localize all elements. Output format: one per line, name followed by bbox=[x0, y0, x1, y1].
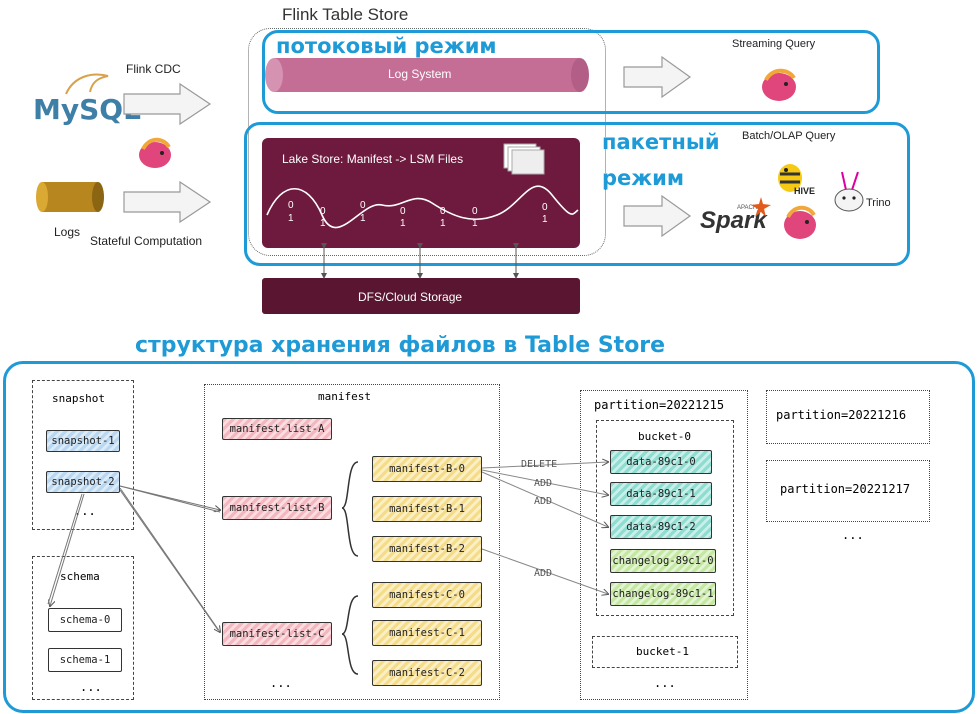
stateful-arrow bbox=[123, 180, 212, 224]
batch-mode-box bbox=[244, 122, 910, 266]
snapshot-title: snapshot bbox=[52, 392, 105, 405]
trino-label: Trino bbox=[866, 197, 891, 209]
bit: 0 bbox=[320, 206, 326, 217]
flink-squirrel-icon bbox=[784, 205, 816, 239]
snapshot-node: snapshot-2 bbox=[46, 471, 120, 493]
bucket-label: bucket-1 bbox=[636, 645, 689, 658]
partition-label: partition=20221217 bbox=[780, 482, 911, 496]
flink-cdc-label: Flink CDC bbox=[126, 62, 181, 76]
snapshot-node: snapshot-1 bbox=[46, 430, 120, 452]
table-store-outline bbox=[248, 28, 606, 256]
streaming-arrow bbox=[623, 55, 692, 99]
bucket-group bbox=[596, 420, 734, 616]
edge-label: ADD bbox=[534, 568, 553, 579]
log-system-label: Log System bbox=[388, 67, 452, 81]
storage-structure-box bbox=[3, 361, 975, 713]
manifest-file-node: manifest-B-0 bbox=[372, 456, 482, 482]
batch-query-label: Batch/OLAP Query bbox=[742, 130, 836, 142]
bit: 0 bbox=[288, 200, 294, 211]
dfs-storage-label: DFS/Cloud Storage bbox=[358, 290, 463, 304]
hive-label: HIVE bbox=[794, 186, 816, 196]
manifest-list-node: manifest-list-A bbox=[222, 418, 332, 440]
data-file-node: data-89c1-2 bbox=[610, 515, 712, 539]
manifest-title: manifest bbox=[318, 390, 371, 403]
snapshot-group bbox=[32, 380, 134, 530]
bit: 1 bbox=[440, 218, 446, 229]
logs-cylinder-icon bbox=[36, 182, 104, 212]
storage-structure-heading: структура хранения файлов в Table Store bbox=[135, 333, 666, 358]
batch-mode-label-line2: режим bbox=[602, 166, 685, 190]
data-file-node: data-89c1-1 bbox=[610, 482, 712, 506]
partition-label: partition=20221216 bbox=[776, 408, 907, 422]
partition-more: ... bbox=[842, 528, 864, 542]
manifest-file-node: manifest-C-0 bbox=[372, 582, 482, 608]
spark-logo: Spark bbox=[700, 207, 767, 234]
bucket-label: bucket-0 bbox=[638, 430, 691, 443]
schema-more: ... bbox=[80, 680, 102, 694]
trino-bunny-icon bbox=[834, 171, 864, 212]
dfs-storage-bar bbox=[262, 278, 580, 314]
stateful-computation-label: Stateful Computation bbox=[90, 234, 203, 248]
flink-table-store-title: Flink Table Store bbox=[282, 5, 409, 24]
bit: 0 bbox=[400, 206, 406, 217]
schema-group bbox=[32, 556, 134, 700]
schema-node: schema-1 bbox=[48, 648, 122, 672]
storage-connectors bbox=[321, 243, 519, 279]
edge-label: ADD bbox=[534, 496, 553, 507]
streaming-mode-label: потоковый режим bbox=[276, 34, 497, 58]
changelog-file-node: changelog-89c1-0 bbox=[610, 549, 716, 573]
bit: 1 bbox=[542, 214, 548, 225]
bit: 0 bbox=[472, 206, 478, 217]
partition-group bbox=[766, 460, 930, 522]
partition-group bbox=[580, 390, 748, 700]
streaming-mode-box bbox=[262, 30, 880, 114]
hive-bee-icon bbox=[778, 164, 802, 192]
manifest-file-node: manifest-B-1 bbox=[372, 496, 482, 522]
manifest-list-node: manifest-list-C bbox=[222, 622, 332, 646]
bit: 1 bbox=[472, 218, 478, 229]
manifest-more: ... bbox=[270, 676, 292, 690]
edge-label: DELETE bbox=[521, 459, 558, 470]
flink-squirrel-icon bbox=[139, 137, 171, 168]
streaming-query-label: Streaming Query bbox=[732, 38, 816, 50]
flink-squirrel-icon bbox=[762, 68, 796, 101]
manifest-file-node: manifest-C-1 bbox=[372, 620, 482, 646]
manifest-group bbox=[204, 384, 500, 700]
mysql-dolphin-icon bbox=[65, 73, 109, 95]
manifest-file-node: manifest-B-2 bbox=[372, 536, 482, 562]
bit: 0 bbox=[440, 206, 446, 217]
schema-node: schema-0 bbox=[48, 608, 122, 632]
batch-mode-label-line1: пакетный bbox=[602, 130, 720, 154]
cdc-arrow bbox=[123, 82, 212, 126]
edge-label: ADD bbox=[534, 478, 553, 489]
bucket-group bbox=[592, 636, 738, 668]
bit: 0 bbox=[360, 200, 366, 211]
file-stack-icon bbox=[503, 143, 545, 175]
data-file-node: data-89c1-0 bbox=[610, 450, 712, 474]
bit: 1 bbox=[320, 218, 326, 229]
mysql-logo: MySQL bbox=[33, 93, 141, 126]
bit: 1 bbox=[360, 213, 366, 224]
manifest-file-node: manifest-C-2 bbox=[372, 660, 482, 686]
bit: 1 bbox=[288, 213, 294, 224]
partition-group bbox=[766, 390, 930, 444]
log-system-cylinder bbox=[265, 58, 589, 92]
bit: 0 bbox=[542, 202, 548, 213]
lake-store-label: Lake Store: Manifest -> LSM Files bbox=[282, 152, 464, 166]
spark-apache-label: APACHE bbox=[737, 205, 762, 211]
changelog-file-node: changelog-89c1-1 bbox=[610, 582, 716, 606]
spark-star-icon bbox=[751, 197, 771, 217]
logs-label: Logs bbox=[54, 225, 81, 239]
bucket-more: ... bbox=[654, 676, 676, 690]
manifest-list-node: manifest-list-B bbox=[222, 496, 332, 520]
lsm-wave bbox=[266, 185, 579, 229]
schema-title: schema bbox=[60, 570, 100, 583]
batch-arrow bbox=[623, 194, 692, 238]
partition-label: partition=20221215 bbox=[594, 398, 725, 412]
bit: 1 bbox=[400, 218, 406, 229]
